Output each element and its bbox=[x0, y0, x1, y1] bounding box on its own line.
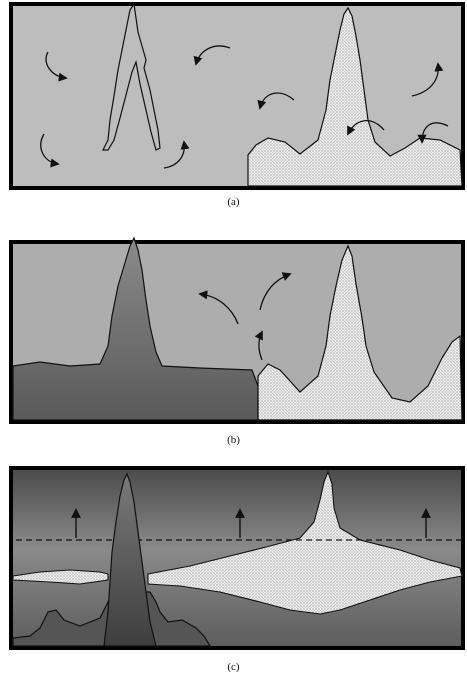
panel-c-diagram bbox=[9, 466, 465, 650]
solid-phase bbox=[12, 236, 259, 421]
caption-b: (b) bbox=[227, 434, 240, 446]
dendrite-outline bbox=[102, 2, 161, 151]
caption-c: (c) bbox=[227, 661, 240, 673]
curved-flow-arrow-icon bbox=[45, 51, 68, 82]
curved-flow-arrow-icon bbox=[40, 133, 60, 168]
curved-flow-arrow-icon bbox=[163, 140, 190, 169]
panel-a bbox=[0, 0, 467, 200]
curved-flow-arrow-icon bbox=[417, 122, 449, 144]
panel-c bbox=[0, 452, 467, 652]
curved-flow-arrow-icon bbox=[411, 62, 444, 97]
curved-flow-arrow-icon bbox=[347, 120, 385, 136]
curved-flow-arrow-icon bbox=[198, 290, 239, 325]
caption-a: (a) bbox=[227, 196, 240, 208]
crystal-growth bbox=[147, 470, 463, 615]
panel-b bbox=[0, 226, 467, 426]
curved-flow-arrow-icon bbox=[193, 45, 231, 66]
crystal-growth bbox=[257, 244, 463, 421]
curved-flow-arrow-icon bbox=[257, 92, 295, 110]
curved-flow-arrow-icon bbox=[259, 272, 292, 311]
crystal-band bbox=[12, 569, 109, 585]
panel-a-diagram bbox=[9, 2, 465, 190]
panel-b-diagram bbox=[9, 236, 465, 424]
solid-spike bbox=[103, 472, 157, 647]
curved-flow-arrow-icon bbox=[254, 330, 263, 361]
